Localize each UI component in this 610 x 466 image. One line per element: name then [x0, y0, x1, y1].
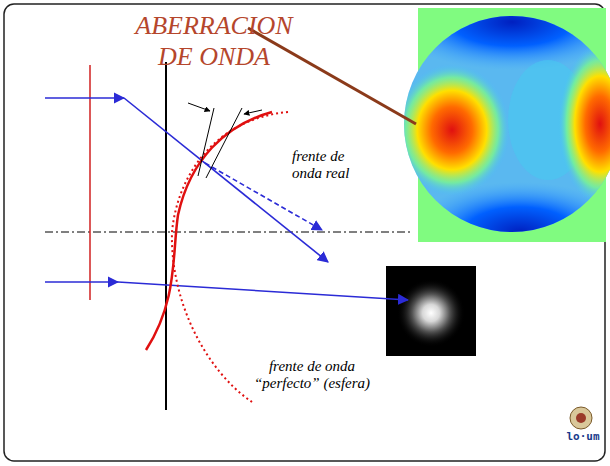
logo-emblem	[570, 407, 592, 429]
aberration-marks	[188, 103, 262, 178]
optical-axis	[45, 232, 412, 233]
wavefront-map	[392, 0, 610, 282]
pupil-stop	[165, 62, 167, 410]
logo-text: lo·um	[562, 431, 604, 444]
slide-title: ABERRACION DE ONDA	[128, 10, 300, 72]
point-spread-image	[386, 266, 476, 356]
real-wavefront	[146, 112, 272, 350]
wavefront-label: frente de onda “perfecto” (esfera)	[248, 358, 376, 393]
leader-line	[248, 28, 416, 124]
rays	[45, 98, 408, 300]
plane-wavefront	[89, 65, 91, 300]
wavefront-label: frente de onda real	[292, 148, 372, 183]
